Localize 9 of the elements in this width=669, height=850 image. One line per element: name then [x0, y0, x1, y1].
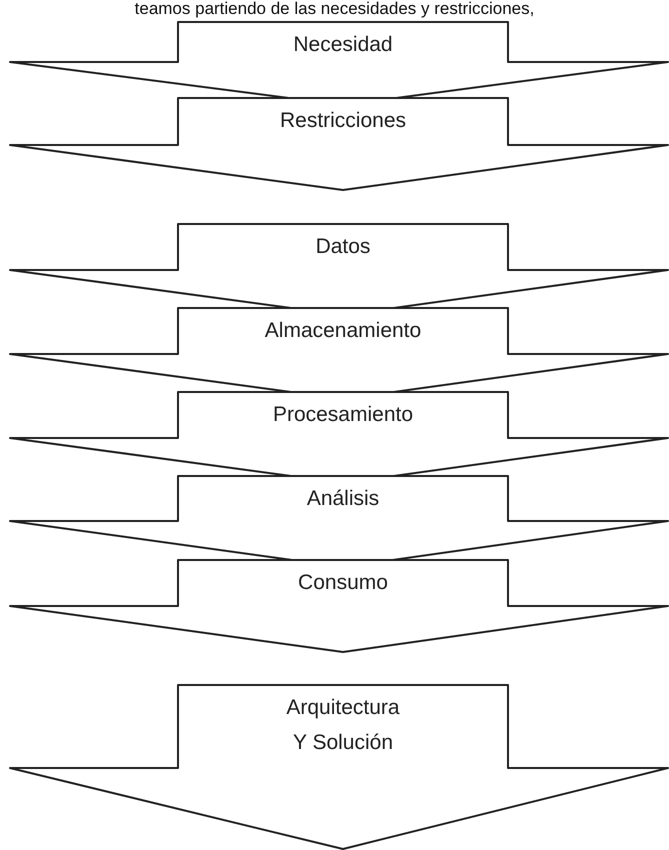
step-label: Necesidad [292, 32, 394, 58]
step-label: Restricciones [278, 108, 408, 134]
step-label: Procesamiento [272, 402, 414, 428]
step-label: Consumo [297, 570, 389, 596]
step-label: Almacenamiento [264, 318, 422, 344]
caption-text: teamos partiendo de las necesidades y restricciones, [134, 0, 536, 18]
step-label: Datos [314, 234, 372, 260]
step-label: Arquitectura Y Solución [285, 695, 401, 756]
step-label: Análisis [306, 486, 380, 512]
